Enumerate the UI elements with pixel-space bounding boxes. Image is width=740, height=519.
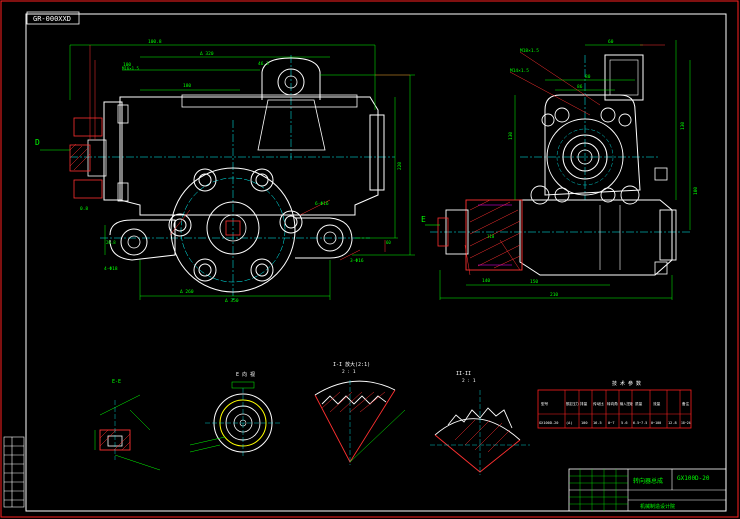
front-view: 100.8 Δ 320 46.3 180 100 Δ 260 Δ 350 220… — [35, 39, 415, 304]
dim-front-9: 6-Φ16 — [315, 201, 329, 207]
dim-front-6: Δ 260 — [180, 289, 194, 295]
dim-side-8: 210 — [550, 292, 558, 298]
tech-header-6: 质量 — [635, 401, 643, 406]
tech-table-title: 技 术 参 数 — [612, 380, 641, 387]
dim-side-7: 100 — [693, 187, 699, 195]
left-rev-table — [3, 436, 25, 508]
title-company: 机械制造设计院 — [640, 503, 675, 510]
dim-side-9: 150 — [530, 279, 538, 285]
view-d-marker: D — [35, 138, 40, 147]
detail-small: E-E — [94, 379, 161, 471]
tech-param-table: 技 术 参 数 型号 额定压力 排量 传动比 转向角 输入扭矩 质量 流量 备注… — [537, 380, 692, 429]
detail-e-title: E 向 视 — [236, 371, 255, 378]
tech-cell-0: GX100D-20 — [539, 421, 558, 425]
tech-header-7: 流量 — [653, 401, 661, 406]
tech-cell-2: 100 — [581, 421, 588, 425]
tech-header-4: 转向角 — [607, 401, 618, 406]
tech-header-0: 型号 — [541, 401, 549, 406]
dim-side-1: M18×1.5 — [520, 48, 539, 54]
tech-cell-1: (A) — [566, 421, 573, 425]
dim-front-11: 4-Φ18 — [104, 266, 118, 272]
tech-cell-6: 6.5~7.5 — [633, 421, 647, 425]
title-block: 转向器总成 GX100D-20 机械制造设计院 — [568, 468, 727, 512]
view-e-marker: E — [421, 215, 426, 224]
tech-cell-4: 0~7 — [608, 421, 615, 425]
section-1-view: I-I 放大(2:1) 2 : 1 — [314, 361, 406, 465]
dim-front-4: 180 — [183, 83, 191, 89]
side-view: M18×1.5 M14×1.5 60 80 86 130 100 210 150… — [421, 39, 699, 300]
tech-header-3: 传动比 — [593, 401, 604, 406]
detail-small-title: E-E — [112, 379, 121, 385]
tech-header-8: 备注 — [682, 401, 690, 406]
code-top: GR-000XXD — [33, 15, 71, 23]
tech-header-2: 排量 — [580, 401, 588, 406]
section-2-view: II-II 2 : 1 — [430, 371, 530, 475]
dim-front-13: M16×1.5 — [122, 66, 139, 71]
tech-cell-8: 12.8 — [668, 421, 677, 425]
dim-front-7: Δ 350 — [225, 298, 239, 304]
section2-scale: 2 : 1 — [462, 378, 476, 384]
section1-scale: 2 : 1 — [342, 369, 356, 375]
dim-side-3: 60 — [608, 39, 614, 45]
dim-side-6: 130 — [680, 122, 686, 130]
dim-front-2: Δ 320 — [200, 51, 214, 57]
title-code: GX100D-20 — [677, 475, 710, 482]
inner-frame — [25, 13, 727, 512]
dim-front-5: 100 — [123, 62, 131, 68]
dim-side-10: 130 — [508, 132, 514, 140]
section2-title: II-II — [456, 371, 471, 377]
dim-front-10: 3-Φ16 — [350, 258, 364, 264]
dim-side-4: 80 — [585, 74, 591, 80]
dim-front-1: 100.8 — [148, 39, 162, 45]
tech-cell-9: 18~24 — [681, 421, 691, 425]
detail-e-view: E 向 视 — [189, 371, 280, 458]
dim-side-11: 140 — [482, 278, 490, 284]
dim-front-14: 26.8 — [106, 240, 116, 245]
code-box: GR-000XXD — [26, 11, 80, 25]
tech-cell-5: 5.6 — [621, 421, 628, 425]
dim-side-12: 110 — [487, 234, 495, 239]
tech-cell-7: 0~100 — [651, 421, 661, 425]
section1-title: I-I 放大(2:1) — [333, 361, 370, 368]
dim-front-3: 46.3 — [258, 61, 269, 67]
dim-front-8: 220 — [397, 162, 403, 170]
tech-header-5: 输入扭矩 — [620, 401, 634, 406]
dim-side-5: 86 — [577, 84, 583, 90]
dim-side-2: M14×1.5 — [510, 68, 529, 74]
tech-cell-3: 16.5 — [593, 421, 602, 425]
dim-front-15: 60 — [386, 240, 391, 245]
dim-front-12: 0.8 — [80, 206, 88, 212]
title-name: 转向器总成 — [633, 477, 663, 485]
tech-header-1: 额定压力 — [566, 401, 579, 406]
